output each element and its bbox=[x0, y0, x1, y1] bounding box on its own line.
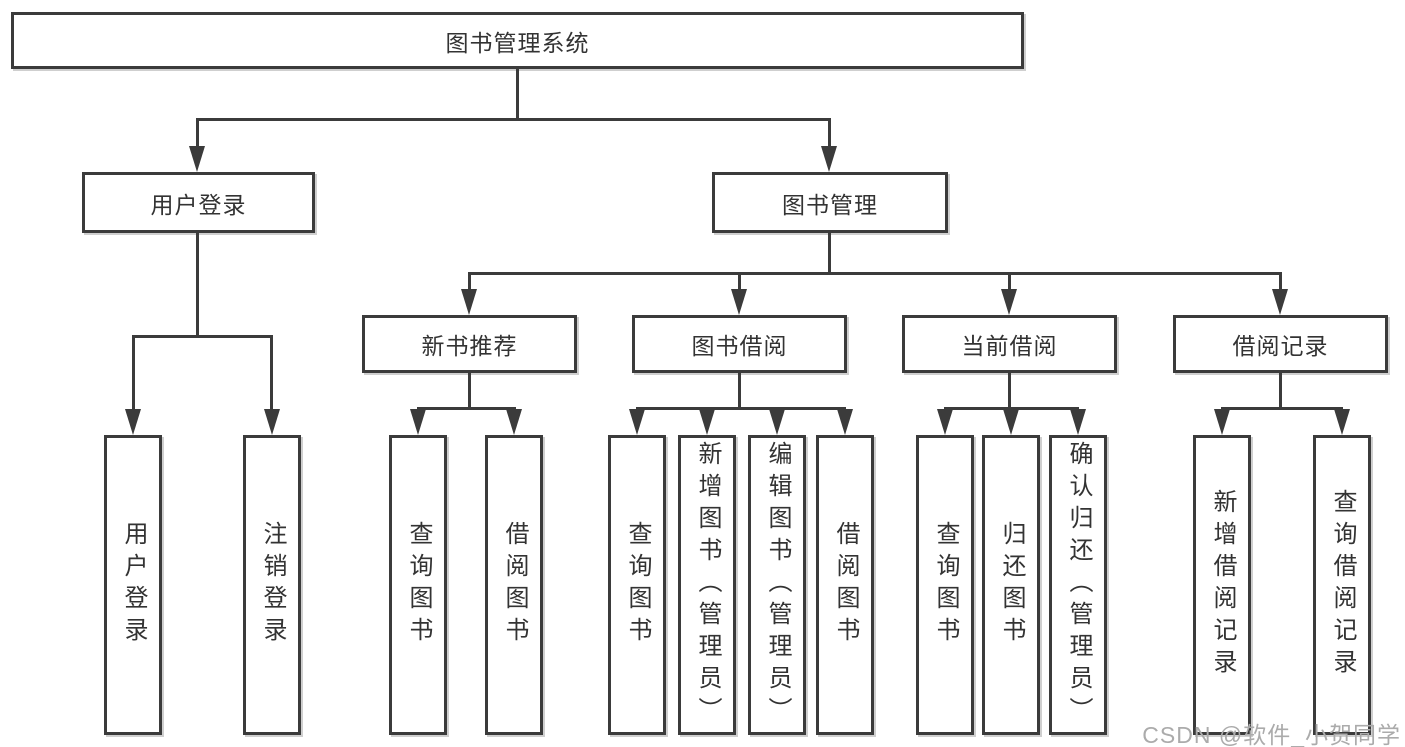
arrow-down-icon bbox=[189, 146, 205, 172]
connector-user-login-stem bbox=[196, 233, 199, 335]
arrow-down-icon bbox=[1001, 289, 1017, 315]
connector-book-borrow-crossbar bbox=[636, 407, 846, 410]
node-user-login-label: 用户登录 bbox=[150, 191, 247, 218]
connector-borrow-records-stem bbox=[1279, 373, 1282, 409]
node-current-borrow-label: 当前借阅 bbox=[961, 333, 1058, 359]
leaf-label: 注销登录 bbox=[259, 521, 286, 649]
connector-book-borrow-stem bbox=[738, 373, 741, 409]
leaf-label: 借阅图书 bbox=[501, 521, 528, 649]
node-user-login: 用户登录 bbox=[82, 172, 315, 233]
leaf-return-books: 归还图书 bbox=[982, 435, 1040, 735]
watermark-text: CSDN @软件_小贺同学 bbox=[1142, 722, 1401, 747]
leaf-label: 确认归还（管理员） bbox=[1065, 441, 1092, 729]
arrow-down-icon bbox=[264, 409, 280, 435]
connector-root-stem bbox=[516, 67, 519, 120]
arrow-down-icon bbox=[699, 409, 715, 435]
leaf-user-login: 用户登录 bbox=[104, 435, 162, 735]
connector-new-book-stem bbox=[468, 373, 471, 409]
leaf-borrow-books: 借阅图书 bbox=[816, 435, 874, 735]
connector-root-drop-left bbox=[196, 118, 199, 148]
arrow-down-icon bbox=[506, 409, 522, 435]
node-book-management-label: 图书管理 bbox=[782, 191, 878, 218]
node-current-borrow: 当前借阅 bbox=[902, 315, 1117, 373]
leaf-edit-books-admin: 编辑图书（管理员） bbox=[748, 435, 806, 735]
arrow-down-icon bbox=[1272, 289, 1288, 315]
arrow-down-icon bbox=[769, 409, 785, 435]
connector-book-mgmt-crossbar bbox=[468, 272, 1282, 275]
connector-current-borrow-crossbar bbox=[944, 407, 1079, 410]
leaf-label: 新增借阅记录 bbox=[1209, 489, 1236, 681]
arrow-down-icon bbox=[410, 409, 426, 435]
leaf-label: 查询图书 bbox=[405, 521, 432, 649]
leaf-label: 借阅图书 bbox=[832, 521, 859, 649]
node-borrow-records: 借阅记录 bbox=[1173, 315, 1388, 373]
arrow-down-icon bbox=[629, 409, 645, 435]
arrow-down-icon bbox=[1214, 409, 1230, 435]
connector-book-mgmt-drop-1 bbox=[468, 272, 471, 291]
arrow-down-icon bbox=[837, 409, 853, 435]
connector-new-book-crossbar bbox=[417, 407, 516, 410]
connector-book-mgmt-stem bbox=[828, 233, 831, 272]
node-book-borrow-label: 图书借阅 bbox=[691, 333, 788, 359]
node-borrow-records-label: 借阅记录 bbox=[1232, 333, 1329, 359]
leaf-label: 查询图书 bbox=[932, 521, 959, 649]
connector-user-login-drop-1 bbox=[132, 335, 135, 411]
leaf-query-books-current: 查询图书 bbox=[916, 435, 974, 735]
leaf-borrow-books-recommend: 借阅图书 bbox=[485, 435, 543, 735]
connector-borrow-records-crossbar bbox=[1221, 407, 1343, 410]
arrow-down-icon bbox=[461, 289, 477, 315]
node-book-management: 图书管理 bbox=[712, 172, 948, 233]
leaf-label: 归还图书 bbox=[998, 521, 1025, 649]
connector-root-drop-right bbox=[828, 118, 831, 148]
connector-book-mgmt-drop-2 bbox=[738, 272, 741, 291]
leaf-add-books-admin: 新增图书（管理员） bbox=[678, 435, 736, 735]
leaf-query-books-borrow: 查询图书 bbox=[608, 435, 666, 735]
leaf-label: 用户登录 bbox=[120, 521, 147, 649]
leaf-query-borrow-record: 查询借阅记录 bbox=[1313, 435, 1371, 735]
arrow-down-icon bbox=[1070, 409, 1086, 435]
arrow-down-icon bbox=[731, 289, 747, 315]
connector-user-login-drop-2 bbox=[270, 335, 273, 411]
node-root: 图书管理系统 bbox=[11, 12, 1024, 69]
arrow-down-icon bbox=[125, 409, 141, 435]
connector-root-crossbar bbox=[196, 118, 831, 121]
connector-current-borrow-stem bbox=[1008, 373, 1011, 409]
leaf-query-books-recommend: 查询图书 bbox=[389, 435, 447, 735]
leaf-label: 查询图书 bbox=[624, 521, 651, 649]
connector-user-login-crossbar bbox=[132, 335, 273, 338]
node-new-book-recommend-label: 新书推荐 bbox=[421, 333, 518, 359]
arrow-down-icon bbox=[1003, 409, 1019, 435]
connector-book-mgmt-drop-3 bbox=[1008, 272, 1011, 291]
leaf-add-borrow-record: 新增借阅记录 bbox=[1193, 435, 1251, 735]
arrow-down-icon bbox=[1334, 409, 1350, 435]
arrow-down-icon bbox=[821, 146, 837, 172]
node-book-borrow: 图书借阅 bbox=[632, 315, 847, 373]
leaf-label: 新增图书（管理员） bbox=[694, 441, 721, 729]
leaf-label: 查询借阅记录 bbox=[1329, 489, 1356, 681]
arrow-down-icon bbox=[937, 409, 953, 435]
leaf-label: 编辑图书（管理员） bbox=[764, 441, 791, 729]
node-root-label: 图书管理系统 bbox=[445, 29, 590, 56]
node-new-book-recommend: 新书推荐 bbox=[362, 315, 577, 373]
leaf-logout: 注销登录 bbox=[243, 435, 301, 735]
connector-book-mgmt-drop-4 bbox=[1279, 272, 1282, 291]
leaf-confirm-return-admin: 确认归还（管理员） bbox=[1049, 435, 1107, 735]
